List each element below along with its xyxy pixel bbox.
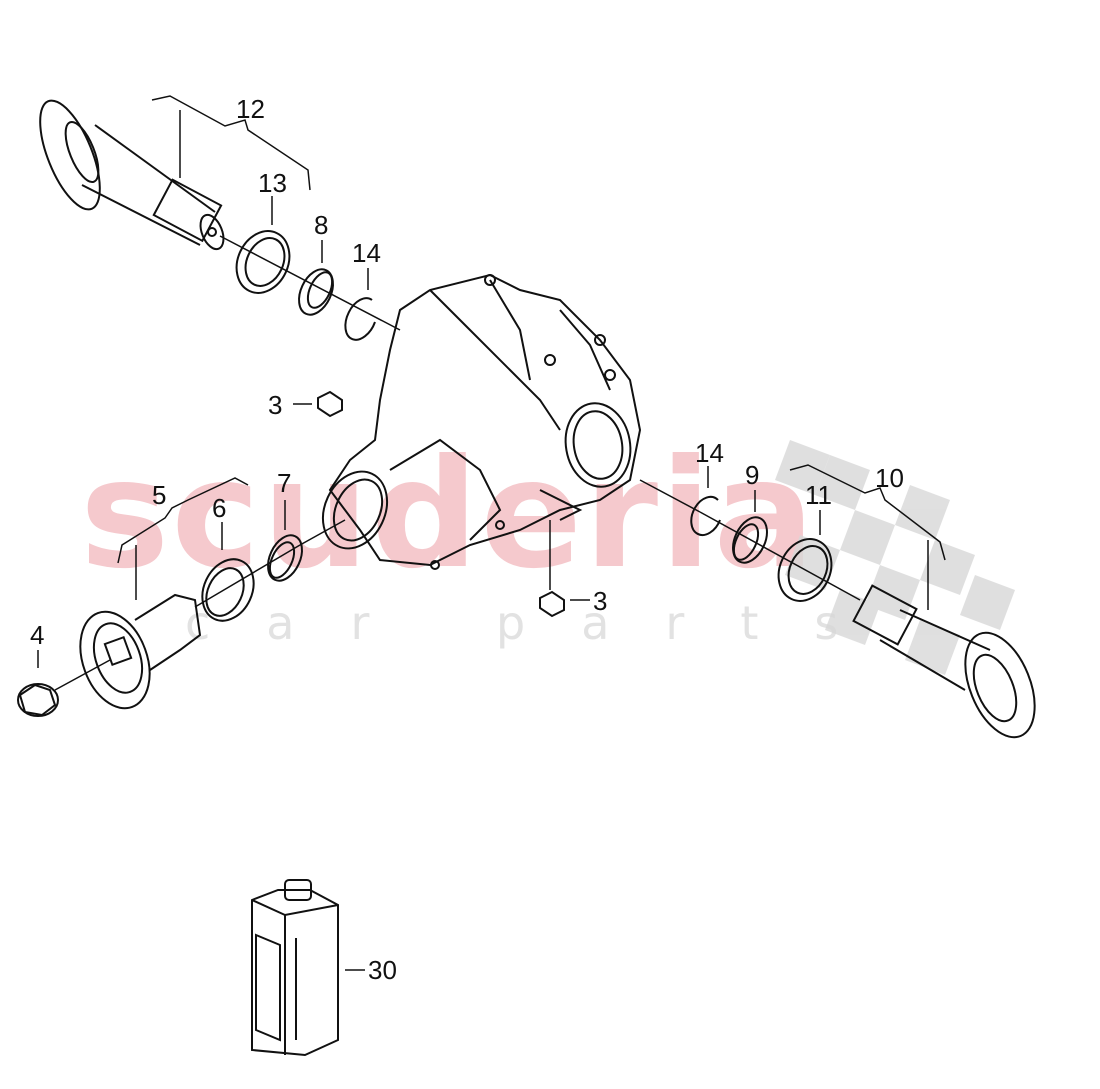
callout-13: 13 bbox=[258, 168, 287, 198]
callout-4: 4 bbox=[30, 620, 45, 650]
callout-7: 7 bbox=[277, 468, 292, 498]
callout-3-lower: 3 bbox=[593, 586, 608, 616]
callout-12: 11 bbox=[805, 480, 832, 510]
flange-shaft-11 bbox=[39, 99, 401, 331]
oil-bottle-30 bbox=[251, 879, 339, 1057]
callout-10: 10 bbox=[875, 463, 904, 493]
callout-14-upper: 14 bbox=[352, 238, 381, 268]
watermark-car-parts: car parts bbox=[185, 596, 895, 650]
leader-lines bbox=[37, 95, 946, 971]
callout-30: 30 bbox=[368, 955, 397, 985]
callout-6: 6 bbox=[212, 493, 227, 523]
callout-14-right: 14 bbox=[695, 438, 724, 468]
differential-housing bbox=[299, 273, 701, 570]
flange-5 bbox=[54, 593, 202, 710]
callout-8: 9 bbox=[745, 460, 760, 490]
callout-11: 12 bbox=[236, 94, 265, 124]
callout-5: 5 bbox=[152, 480, 167, 510]
callout-9: 8 bbox=[314, 210, 329, 240]
callout-3-upper: 3 bbox=[268, 390, 283, 420]
flange-shaft-10 bbox=[852, 584, 1036, 739]
